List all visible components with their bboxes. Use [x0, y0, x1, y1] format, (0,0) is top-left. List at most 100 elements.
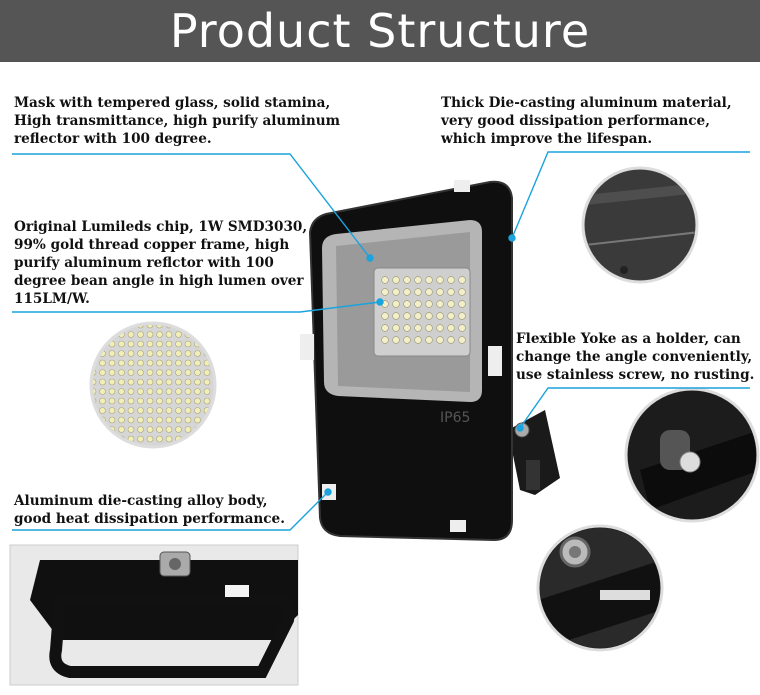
led-dot-closeup [165, 397, 173, 405]
led-dot-closeup [184, 378, 192, 386]
led-dot-closeup [127, 331, 135, 338]
led-dot-closeup [100, 446, 106, 452]
led-dot-closeup [118, 416, 125, 424]
led-dot [436, 288, 444, 296]
led-dot [403, 300, 411, 308]
led-dot-closeup [146, 397, 154, 405]
led-dot-closeup [127, 426, 135, 433]
led-dot-closeup [165, 416, 173, 424]
led-dot-closeup [146, 407, 154, 414]
led-dot-closeup [194, 407, 201, 414]
led-dot-closeup [108, 359, 116, 367]
led-dot-closeup [127, 388, 135, 395]
led-dot-closeup [146, 435, 154, 443]
led-dot-closeup [137, 331, 144, 338]
led-dot [414, 312, 422, 320]
led-dot [381, 324, 389, 332]
led-dot-closeup [214, 322, 220, 328]
led-dot-closeup [118, 369, 125, 376]
led-dot-closeup [127, 397, 135, 405]
led-dot-closeup [118, 388, 125, 395]
led-dot-closeup [175, 388, 182, 395]
body-photo [9, 544, 299, 686]
led-dot [392, 300, 400, 308]
callout-housing-line-2: very good dissipation performance, [441, 113, 710, 129]
led-dot-closeup [108, 407, 116, 414]
callout-chip-line-5: 115LM/W. [14, 291, 90, 307]
led-dot-closeup [165, 331, 173, 338]
led-dot [403, 336, 411, 344]
led-dot-closeup [108, 397, 116, 405]
led-dot-closeup [93, 388, 97, 395]
led-dot-closeup [194, 359, 201, 367]
led-dot-closeup [203, 340, 211, 348]
led-dot-closeup [99, 325, 106, 329]
callout-chip-line-3: purify aluminum reflctor with 100 [14, 255, 274, 271]
led-dot-closeup [93, 331, 97, 338]
led-dot-closeup [137, 426, 144, 433]
led-dot-closeup [175, 350, 182, 357]
led-dot [458, 312, 466, 320]
led-dot-closeup [118, 397, 125, 405]
led-dot [425, 276, 433, 284]
led-dot-closeup [165, 426, 173, 433]
led-dot [447, 336, 455, 344]
led-dot-closeup [99, 359, 106, 367]
led-dot-closeup [165, 340, 173, 348]
led-dot-closeup [156, 369, 163, 376]
callout-body: Aluminum die-casting alloy body, good he… [14, 492, 285, 528]
led-dot [436, 300, 444, 308]
led-dot-closeup [146, 416, 154, 424]
led-dot [392, 276, 400, 284]
led-dot-closeup [128, 446, 134, 452]
led-dot-closeup [214, 332, 220, 338]
led-dot-closeup [156, 426, 163, 433]
led-dot-closeup [184, 340, 192, 348]
led-dot [392, 336, 400, 344]
led-dot-closeup [156, 325, 163, 329]
led-dot-closeup [156, 416, 163, 424]
led-dot-closeup [214, 417, 220, 423]
clip-bottom-right [450, 520, 466, 532]
led-dot [447, 276, 455, 284]
led-dot-closeup [146, 331, 154, 338]
led-dot-closeup [137, 388, 144, 395]
led-dot-closeup [127, 369, 135, 376]
led-dot-closeup [194, 325, 201, 329]
led-dot-closeup [175, 407, 182, 414]
page-title: Product Structure [169, 4, 591, 58]
led-dot [458, 276, 466, 284]
led-dot-closeup [127, 378, 135, 386]
led-dot [458, 336, 466, 344]
led-dot [392, 324, 400, 332]
led-dot-closeup [93, 378, 97, 386]
led-dot-closeup [214, 341, 220, 347]
led-dot-closeup [108, 378, 116, 386]
led-dot-closeup [185, 446, 191, 452]
led-dot-closeup [165, 378, 173, 386]
led-dot-closeup [156, 407, 163, 414]
led-dot-closeup [184, 397, 192, 405]
led-dot [403, 288, 411, 296]
led-dot [447, 300, 455, 308]
led-dot-closeup [137, 407, 144, 414]
led-dot-closeup [137, 350, 144, 357]
callout-lines [12, 151, 750, 531]
led-dot-closeup [165, 388, 173, 395]
led-dot-closeup [93, 416, 97, 424]
led-dot [436, 324, 444, 332]
led-dot-closeup [175, 331, 182, 338]
led-dot [425, 300, 433, 308]
led-dot [414, 276, 422, 284]
led-dot [392, 312, 400, 320]
housing-closeup [581, 166, 699, 284]
led-dot-closeup [93, 350, 97, 357]
led-dot-closeup [214, 427, 220, 433]
led-dot-closeup [194, 416, 201, 424]
callout-mask-line-2: High transmittance, high purify aluminum [14, 113, 341, 129]
led-dot-closeup [175, 378, 182, 386]
led-dot-closeup [118, 325, 125, 329]
led-dot-closeup [127, 350, 135, 357]
led-dot-closeup [214, 446, 220, 452]
led-dot-closeup [108, 369, 116, 376]
